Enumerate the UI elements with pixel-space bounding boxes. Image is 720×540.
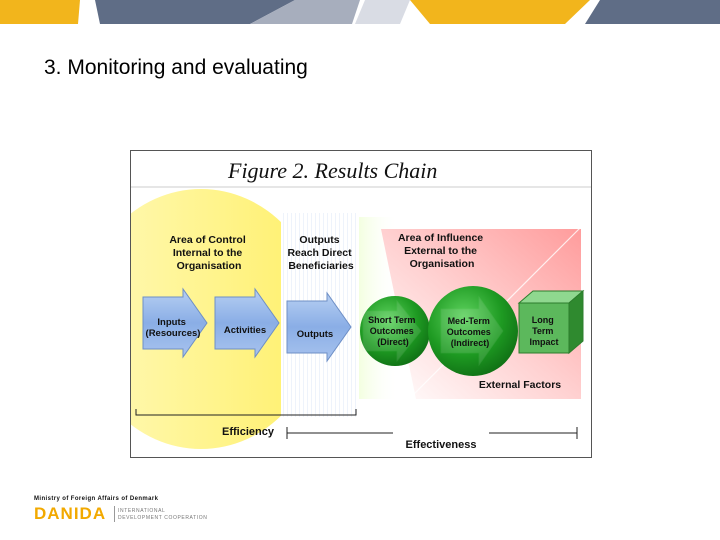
short-term-outcomes-step: Short Term Outcomes (Direct): [360, 296, 430, 366]
figure-title: Figure 2. Results Chain: [227, 158, 437, 183]
short-term-arrow-overlay: [362, 299, 422, 363]
inputs-arrow: [142, 287, 208, 359]
danida-logo: Ministry of Foreign Affairs of Denmark D…: [34, 496, 234, 526]
outputs-step: Outputs: [286, 291, 352, 363]
long-term-label: Long Term Impact: [529, 315, 558, 347]
inputs-step: Inputs (Resources): [142, 287, 208, 359]
banner-segment-slate: [585, 0, 720, 24]
results-chain-figure: Figure 2. Results Chain Area of Control …: [130, 150, 592, 458]
banner-segment-gold: [410, 0, 590, 24]
outputs-zone-label: Outputs Reach Direct Beneficiaries: [287, 234, 354, 272]
med-term-label: Med-Term Outcomes (Indirect): [447, 316, 494, 348]
effectiveness-label: Effectiveness: [406, 439, 477, 451]
med-term-circle: [428, 286, 518, 376]
efficiency-label: Efficiency: [222, 426, 275, 438]
med-term-arrow-overlay: [440, 295, 504, 367]
ministry-line: Ministry of Foreign Affairs of Denmark: [34, 496, 159, 502]
activities-step: Activities: [214, 287, 280, 359]
logo-divider: [114, 506, 115, 522]
short-term-circle: [360, 296, 430, 366]
slide-title: 3. Monitoring and evaluating: [44, 56, 308, 79]
outputs-label: Outputs: [297, 329, 333, 340]
banner-segment-slate: [95, 0, 295, 24]
outputs-arrow: [286, 291, 352, 363]
influence-zone-label: Area of Influence External to the Organi…: [398, 232, 486, 270]
control-zone-label: Area of Control Internal to the Organisa…: [169, 234, 248, 272]
external-factors-label: External Factors: [479, 379, 561, 391]
top-banner: [0, 0, 720, 24]
banner-segment-fade: [250, 0, 360, 24]
med-term-outcomes-step: Med-Term Outcomes (Indirect): [428, 286, 518, 376]
activities-label: Activities: [224, 325, 266, 336]
logo-subline-1: INTERNATIONAL: [118, 508, 166, 514]
danida-wordmark: DANIDA: [34, 504, 107, 523]
efficiency-bracket: [135, 409, 357, 416]
long-term-impact-step: Long Term Impact: [517, 289, 585, 355]
banner-segment-gold: [0, 0, 80, 24]
short-term-label: Short Term Outcomes (Direct): [368, 315, 418, 347]
logo-subline-2: DEVELOPMENT COOPERATION: [118, 515, 208, 521]
impact-cube-front: [518, 302, 570, 354]
activities-arrow: [214, 287, 280, 359]
banner-segment-light: [355, 0, 410, 24]
results-chain-diagram: Figure 2. Results Chain Area of Control …: [131, 158, 591, 451]
inputs-label: Inputs (Resources): [146, 317, 201, 339]
